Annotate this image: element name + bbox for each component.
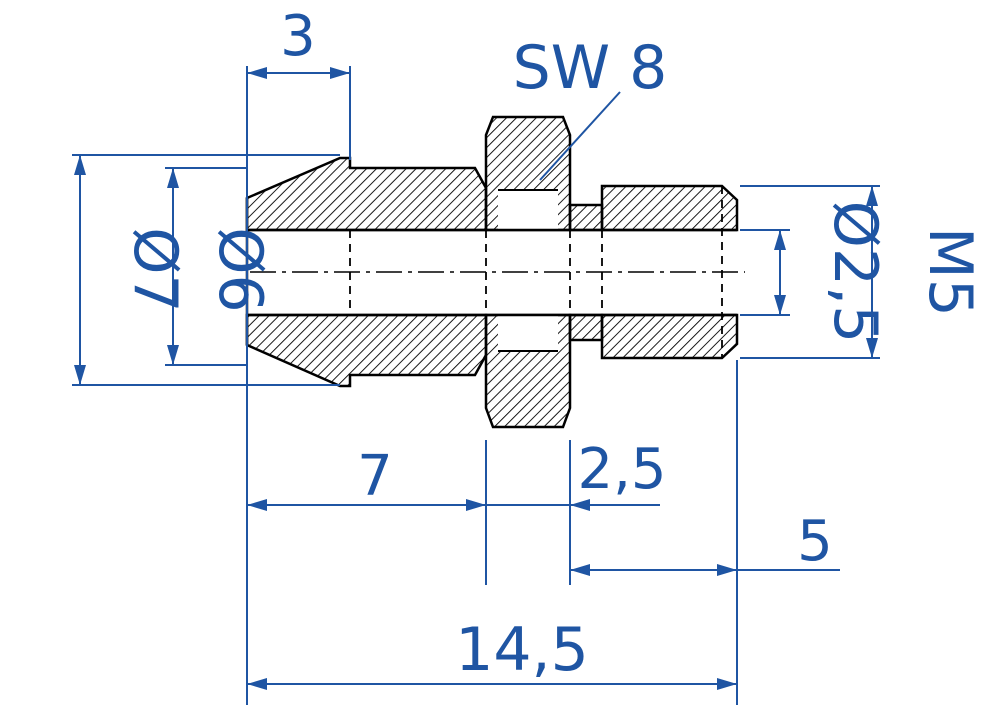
dimension-lines <box>72 66 880 705</box>
dim-length-neck: 2,5 <box>577 437 666 502</box>
dim-thread: M5 <box>915 227 985 317</box>
dim-cone-length: 3 <box>280 4 316 69</box>
dim-wrench-size: SW 8 <box>513 33 668 103</box>
dim-length-left: 7 <box>357 444 393 509</box>
fitting-section <box>245 115 745 429</box>
dimension-labels: 3 SW 8 7 2,5 5 14,5 Ø7 Ø6 Ø2,5 M5 <box>120 4 985 685</box>
upper-left-body-section <box>245 156 488 232</box>
dim-dia-outer-left: Ø7 <box>120 227 190 312</box>
upper-thread-section <box>600 184 739 232</box>
lower-neck-section <box>568 313 604 342</box>
dim-length-total: 14,5 <box>455 615 589 685</box>
upper-neck-section <box>568 203 604 232</box>
dim-length-thread: 5 <box>797 509 833 574</box>
dim-dia-bore-left: Ø6 <box>205 227 275 312</box>
lower-hex-face <box>498 315 558 351</box>
dim-dia-bore-right: Ø2,5 <box>820 201 890 344</box>
upper-hex-face <box>498 190 558 230</box>
lower-thread-section <box>600 313 739 360</box>
lower-left-body-section <box>245 313 488 388</box>
